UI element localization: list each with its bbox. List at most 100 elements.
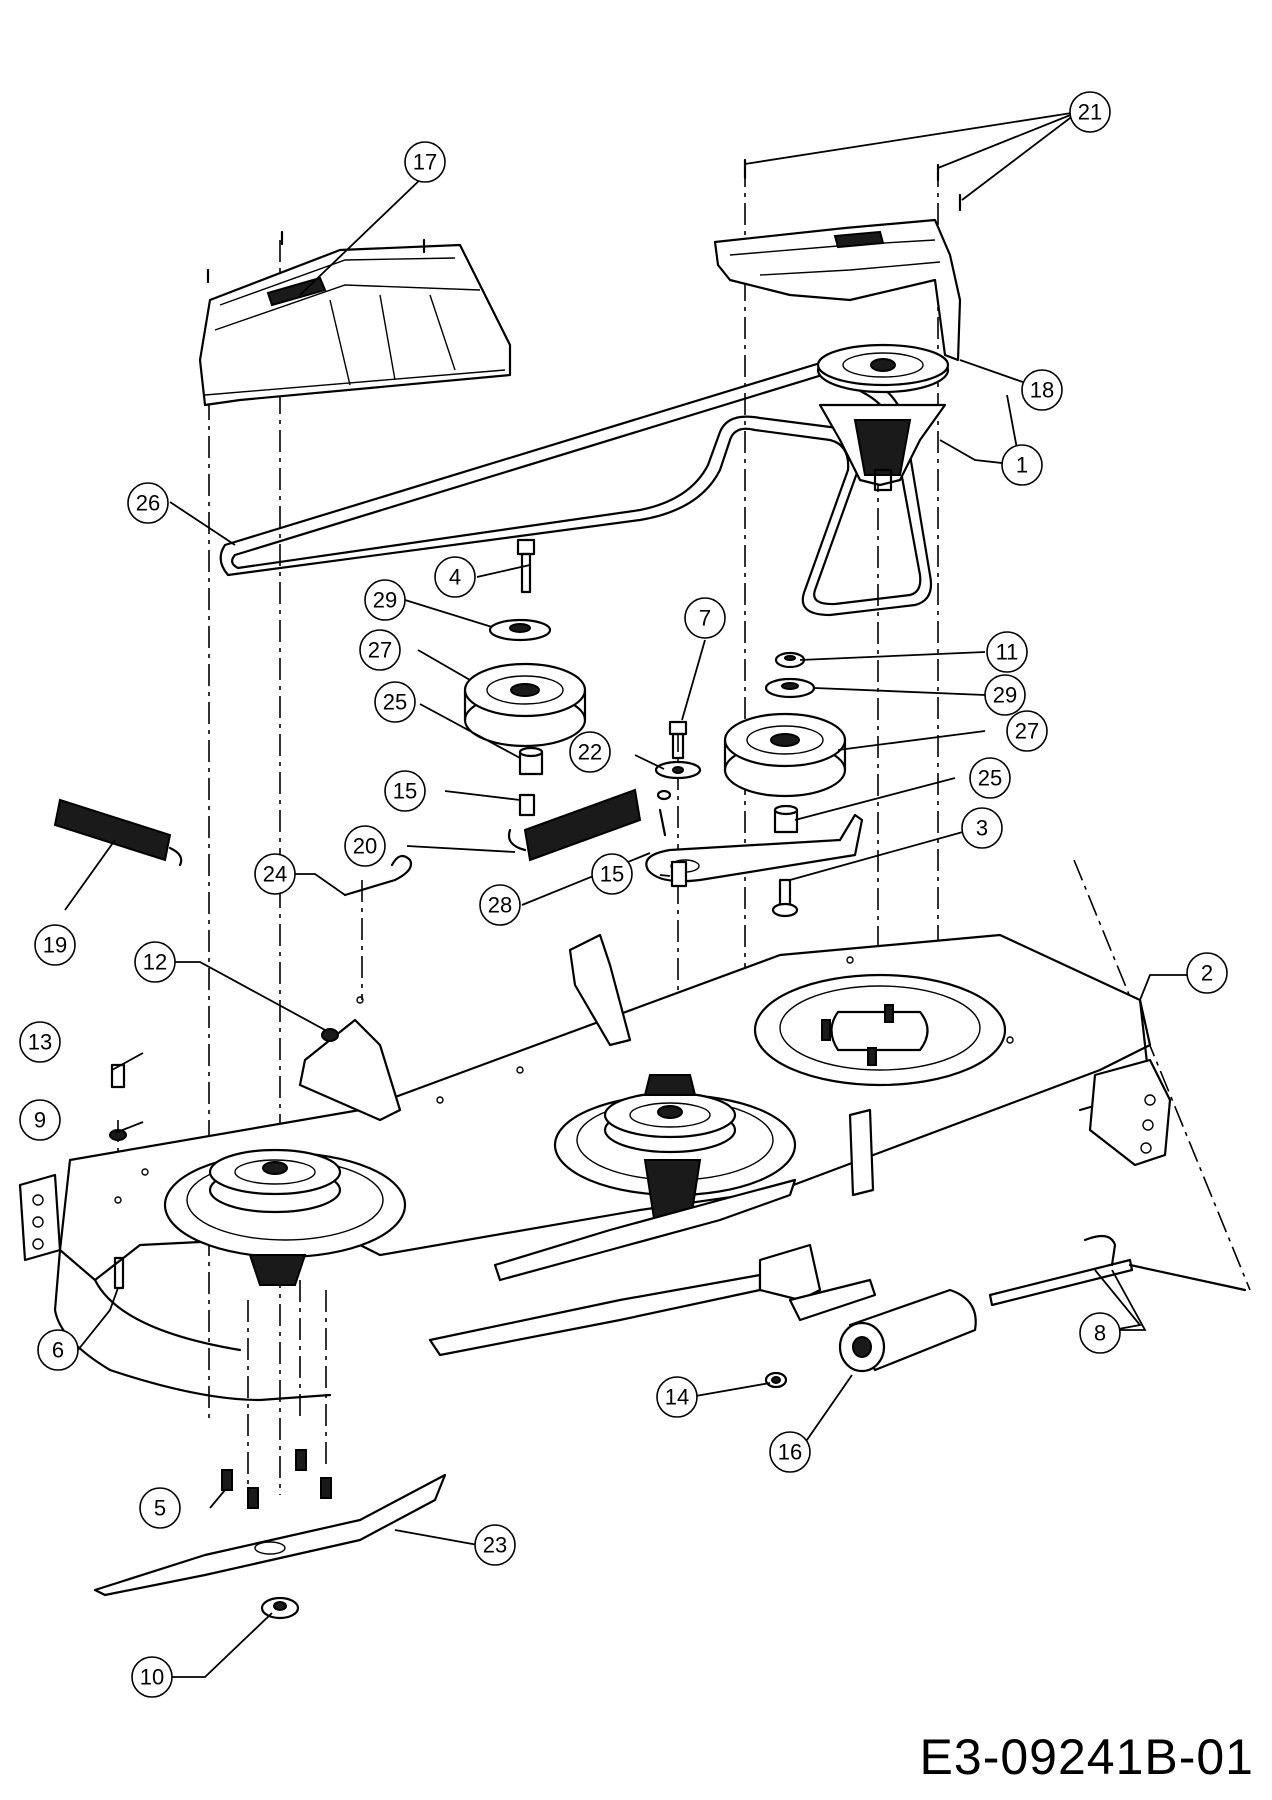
callout-24: 24 <box>254 853 296 895</box>
svg-text:8: 8 <box>1094 1321 1106 1346</box>
svg-text:15: 15 <box>600 862 624 887</box>
nut-11 <box>774 651 806 669</box>
svg-text:17: 17 <box>413 150 437 175</box>
svg-text:29: 29 <box>373 588 397 613</box>
callout-11: 11 <box>986 631 1028 673</box>
bushing-right <box>764 677 816 699</box>
svg-text:5: 5 <box>154 1496 166 1521</box>
bushing-left <box>488 618 552 642</box>
pulley-cover-right <box>713 158 962 362</box>
svg-text:4: 4 <box>449 565 461 590</box>
nut-10 <box>260 1596 300 1620</box>
bracket-12 <box>321 1028 339 1042</box>
spindle-center <box>603 1074 737 1226</box>
svg-text:27: 27 <box>368 638 392 663</box>
roller-16 <box>838 1288 977 1373</box>
callout-10: 10 <box>131 1656 173 1698</box>
svg-text:3: 3 <box>976 816 988 841</box>
svg-text:18: 18 <box>1030 378 1054 403</box>
svg-text:25: 25 <box>383 690 407 715</box>
callout-14: 14 <box>656 1376 698 1418</box>
callout-25-right: 25 <box>969 757 1011 799</box>
callout-15-upper: 15 <box>384 770 426 812</box>
callout-16: 16 <box>769 1431 811 1473</box>
svg-text:24: 24 <box>263 862 287 887</box>
drawing-code: E3-09241B-01 <box>919 1729 1254 1785</box>
bolt-4 <box>516 538 536 594</box>
callout-17: 17 <box>404 141 446 183</box>
svg-text:14: 14 <box>665 1385 689 1410</box>
svg-text:2: 2 <box>1201 961 1213 986</box>
spring-20 <box>507 788 642 862</box>
callout-25-left: 25 <box>374 681 416 723</box>
svg-text:13: 13 <box>28 1030 52 1055</box>
mower-deck <box>18 933 1172 1402</box>
svg-text:7: 7 <box>699 606 711 631</box>
svg-text:1: 1 <box>1016 453 1028 478</box>
spindle-right-top <box>816 343 950 492</box>
callout-8: 8 <box>1079 1312 1121 1354</box>
hook-24 <box>343 854 413 897</box>
svg-text:10: 10 <box>140 1665 164 1690</box>
callout-3: 3 <box>961 807 1003 849</box>
spindle-left <box>208 1148 342 1286</box>
bolt-3 <box>771 878 799 918</box>
pin-13 <box>110 1063 126 1089</box>
callout-19: 19 <box>34 924 76 966</box>
pin-15-lower <box>670 860 688 888</box>
callout-26: 26 <box>127 482 169 524</box>
svg-text:9: 9 <box>34 1108 46 1133</box>
bolt-7 <box>654 720 702 801</box>
svg-text:19: 19 <box>43 933 67 958</box>
callout-18: 18 <box>1021 369 1063 411</box>
svg-text:26: 26 <box>136 491 160 516</box>
callout-9: 9 <box>19 1099 61 1141</box>
callout-4: 4 <box>434 556 476 598</box>
spring-19 <box>53 798 183 867</box>
svg-text:27: 27 <box>1015 719 1039 744</box>
callout-1: 1 <box>1001 444 1043 486</box>
spacer-right <box>773 804 799 834</box>
svg-text:12: 12 <box>143 950 167 975</box>
spacer-left <box>518 746 544 776</box>
blade-lower-left <box>93 1473 447 1597</box>
callout-29-left: 29 <box>364 579 406 621</box>
callout-20: 20 <box>344 825 386 867</box>
blade-center <box>493 1178 797 1282</box>
svg-text:23: 23 <box>483 1533 507 1558</box>
callout-27-right: 27 <box>1006 710 1048 752</box>
lift-rod-8 <box>988 1234 1247 1307</box>
svg-text:16: 16 <box>778 1440 802 1465</box>
svg-text:11: 11 <box>996 640 1019 665</box>
callout-27-left: 27 <box>359 629 401 671</box>
idler-pulley-right <box>723 712 847 798</box>
callout-23: 23 <box>474 1524 516 1566</box>
svg-text:22: 22 <box>578 740 602 765</box>
idler-pulley-left <box>463 662 587 748</box>
bolt-6 <box>113 1256 125 1290</box>
callout-15-lower: 15 <box>591 853 633 895</box>
leader-lines <box>64 111 1197 1678</box>
callout-13: 13 <box>19 1021 61 1063</box>
roller-mount <box>758 1243 877 1322</box>
callout-29-right: 29 <box>984 674 1026 716</box>
bolts-5 <box>221 1449 332 1509</box>
callout-6: 6 <box>37 1329 79 1371</box>
callout-7: 7 <box>684 597 726 639</box>
callout-5: 5 <box>139 1487 181 1529</box>
nut-14 <box>764 1371 788 1389</box>
svg-text:25: 25 <box>978 766 1002 791</box>
callout-21: 21 <box>1069 91 1111 133</box>
callout-22: 22 <box>569 731 611 773</box>
pulley-cover-left <box>198 230 512 407</box>
svg-text:28: 28 <box>488 893 512 918</box>
nut-9 <box>109 1129 127 1141</box>
svg-text:6: 6 <box>52 1338 64 1363</box>
svg-text:29: 29 <box>993 683 1017 708</box>
callout-28: 28 <box>479 884 521 926</box>
svg-text:15: 15 <box>393 779 417 804</box>
svg-text:20: 20 <box>353 834 377 859</box>
callout-2: 2 <box>1186 952 1228 994</box>
drive-belt <box>219 358 933 617</box>
